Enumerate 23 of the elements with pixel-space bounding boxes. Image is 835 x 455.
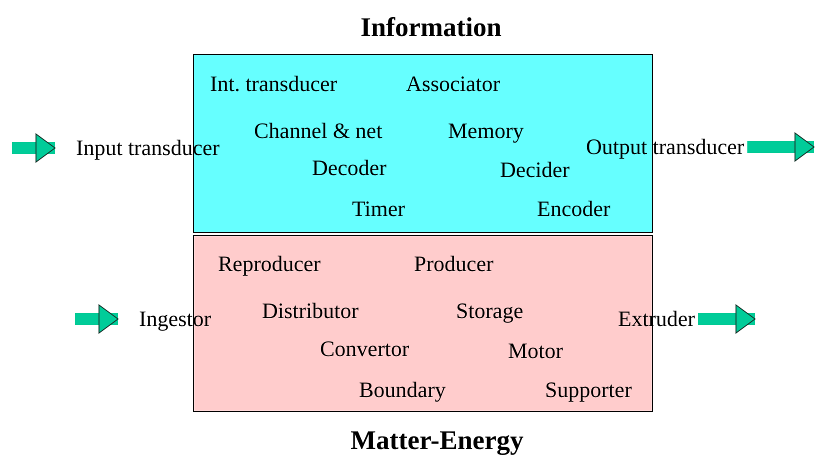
subsystem-label: Timer [352,197,405,221]
subsystem-label: Associator [406,72,500,96]
subsystem-label: Encoder [537,197,610,221]
subsystem-label: Motor [508,339,563,363]
subsystem-label: Producer [414,252,494,276]
subsystem-label: Supporter [545,378,632,402]
subsystem-label: Convertor [320,337,410,361]
block-arrow [75,304,118,334]
subsystem-label: Int. transducer [210,72,338,96]
section-title: Matter-Energy [350,425,524,455]
subsystem-label: Output transducer [586,135,744,159]
subsystem-label: Decoder [312,156,387,180]
block-arrow [12,134,56,162]
section-title: Information [360,12,502,42]
subsystem-label: Channel & net [254,119,382,143]
subsystem-label: Storage [456,299,524,323]
subsystem-label: Boundary [359,378,446,402]
subsystem-label: Reproducer [218,252,321,276]
subsystem-label: Decider [500,158,570,182]
subsystem-label: Distributor [262,299,359,323]
block-arrow [698,304,756,334]
subsystem-label: Memory [448,119,524,143]
block-arrow [747,132,814,162]
